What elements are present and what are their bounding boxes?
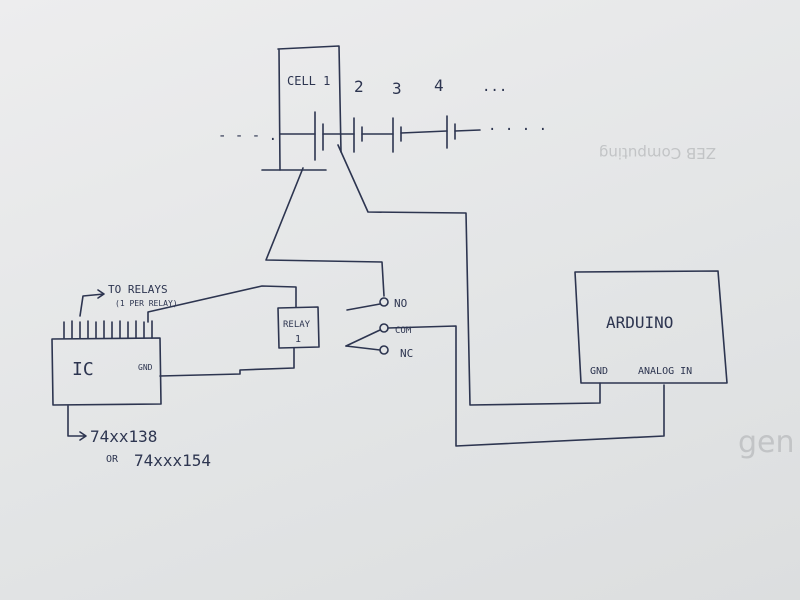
label-com: COM [395,326,412,336]
label-cell3: 3 [392,79,402,98]
label-cell1: CELL 1 [287,74,330,88]
contact-nc [379,345,389,355]
chain-wire-4 [454,129,481,132]
label-part-or: OR [106,454,119,465]
label-per-relay: (1 PER RELAY) [115,299,178,308]
label-ic: IC [72,359,94,380]
wire-cell1-to-arduino-gnd [337,144,601,406]
switch-arm-com [345,329,381,347]
ic-chip: IC GND [51,320,162,406]
label-relay-number: 1 [295,334,301,345]
contact-com [379,323,389,333]
label-nc: NC [400,347,413,360]
relay-body [277,306,320,349]
label-relay: RELAY [283,320,311,330]
chain-continues-right: · · · · [488,122,547,138]
chain-continues-left: - - - . [218,128,277,144]
relay-1: RELAY 1 [277,306,320,349]
ic-output-pins [63,320,153,339]
label-part-74xx138: 74xx138 [90,427,157,446]
cell-chain: - - - . · · · · CELL 1 2 3 4 ... [218,45,547,171]
arrow-to-relays [79,289,105,317]
arduino-board: ARDUINO GND ANALOG IN [574,270,728,384]
wire-cell1-to-relay-com [265,167,385,297]
cell1-highlight-box [277,45,342,171]
switch-arm-nc [345,345,381,351]
label-ic-gnd: GND [138,363,153,372]
arduino-body [574,270,728,384]
wire-ic-gnd-to-relay [159,347,295,377]
label-to-relays: TO RELAYS [108,283,168,296]
arrow-part-number [67,405,87,441]
ic-body [51,337,162,406]
label-arduino-gnd: GND [590,366,608,377]
label-arduino: ARDUINO [606,313,673,332]
wire-com-to-arduino-analog [387,325,665,447]
contact-no [379,297,389,307]
label-cell2: 2 [354,77,364,96]
label-more-cells: ... [482,79,507,95]
wire-ic-to-relay-top [147,285,297,323]
label-cell4: 4 [434,76,444,95]
switch-arm-no [346,303,381,311]
label-part-74xxx154: 74xxx154 [134,451,211,470]
label-no: NO [394,297,407,310]
relay-switch: NO COM NC [345,297,413,360]
ghost-text-mirrored: ZEB Computing [599,144,716,162]
chain-wire-3 [400,130,448,134]
label-arduino-analog-in: ANALOG IN [638,366,692,377]
ghost-text-partial: gen [738,425,795,460]
